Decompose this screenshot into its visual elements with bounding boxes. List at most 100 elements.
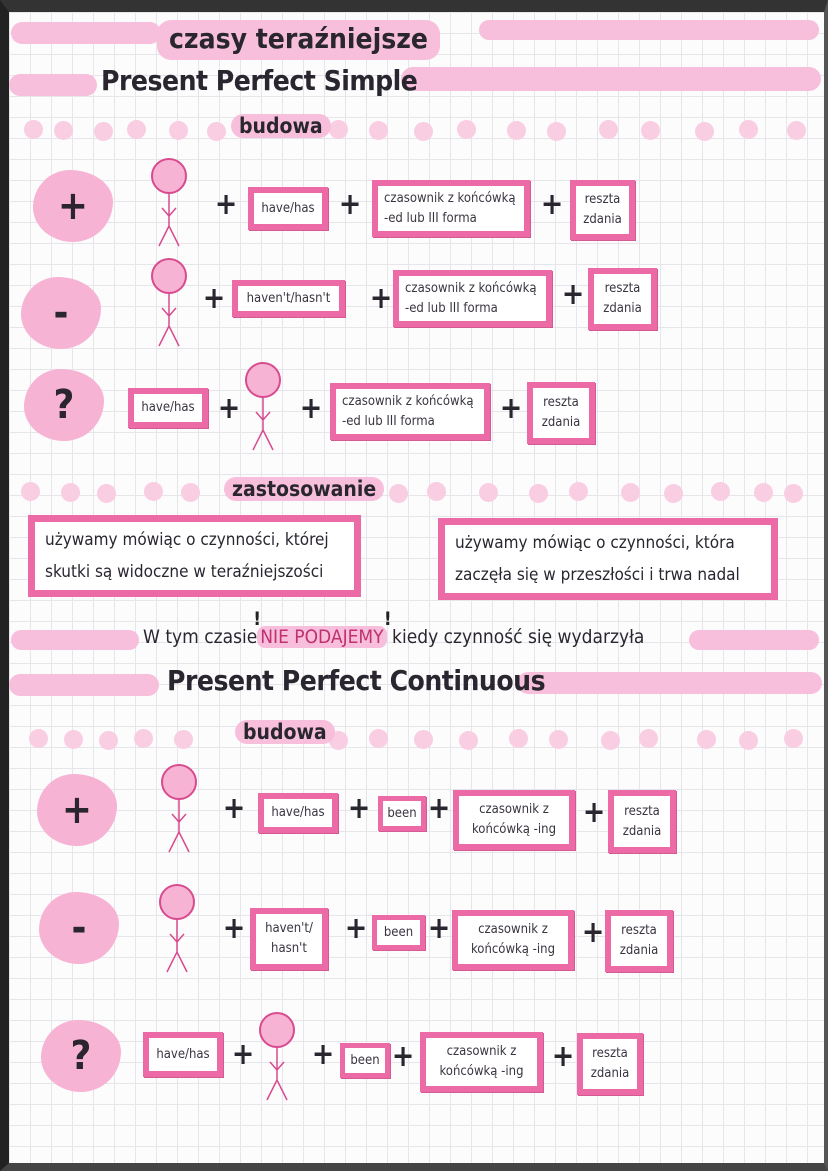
plus-operator: + bbox=[582, 795, 606, 830]
decor-dot bbox=[21, 482, 40, 501]
decor-dot bbox=[695, 122, 714, 141]
affirmative-blob: + bbox=[33, 170, 113, 242]
plus-operator: + bbox=[222, 911, 246, 946]
note-highlight: !NIE PODAJEMY! bbox=[253, 608, 392, 648]
decor-dot bbox=[389, 484, 408, 503]
decor-dot bbox=[784, 729, 803, 748]
exclamation-icon: ! bbox=[383, 608, 392, 630]
decor-dot bbox=[784, 484, 803, 503]
decor-bar bbox=[11, 22, 161, 44]
verb-box: czasownik z końcówką -ed lub III forma bbox=[372, 180, 530, 237]
decor-bar bbox=[517, 672, 822, 694]
rest-box: reszta zdania bbox=[608, 790, 676, 853]
auxiliary-box: have/has bbox=[128, 388, 208, 428]
decor-dot bbox=[169, 121, 188, 140]
decor-dot bbox=[787, 121, 806, 140]
plus-operator: + bbox=[540, 187, 564, 222]
structure-label: budowa bbox=[231, 114, 331, 138]
plus-operator: + bbox=[347, 791, 371, 826]
decor-dot bbox=[479, 483, 498, 502]
decor-bar bbox=[9, 674, 159, 696]
person-icon bbox=[161, 764, 197, 853]
decor-dot bbox=[599, 120, 618, 139]
question-blob: ? bbox=[41, 1020, 121, 1092]
person-icon bbox=[151, 258, 187, 347]
page-title: czasy teraźniejsze bbox=[157, 20, 440, 60]
been-box: been bbox=[340, 1043, 390, 1078]
exclamation-icon: ! bbox=[253, 608, 262, 630]
decor-dot bbox=[134, 729, 153, 748]
decor-bar bbox=[11, 630, 139, 650]
question-icon: ? bbox=[70, 1033, 92, 1079]
decor-dot bbox=[181, 483, 200, 502]
decor-dot bbox=[664, 484, 683, 503]
auxiliary-box: have/has bbox=[258, 793, 338, 833]
negative-blob: - bbox=[39, 892, 119, 964]
verb-box: czasownik z końcówką -ed lub III forma bbox=[393, 270, 552, 327]
plus-operator: + bbox=[231, 1037, 255, 1072]
auxiliary-box: haven't/hasn't bbox=[232, 280, 345, 317]
question-blob: ? bbox=[24, 369, 104, 441]
plus-operator: + bbox=[427, 791, 451, 826]
decor-dot bbox=[61, 483, 80, 502]
plus-operator: + bbox=[202, 281, 226, 316]
decor-dot bbox=[427, 482, 446, 501]
decor-dot bbox=[369, 729, 388, 748]
decor-dot bbox=[754, 483, 773, 502]
decor-dot bbox=[329, 120, 348, 139]
plus-operator: + bbox=[214, 187, 238, 222]
negative-blob: - bbox=[21, 277, 101, 349]
auxiliary-box: haven't/ hasn't bbox=[250, 908, 328, 970]
plus-operator: + bbox=[581, 915, 605, 950]
decor-dot bbox=[174, 730, 193, 749]
rest-box: reszta zdania bbox=[570, 180, 635, 240]
decor-dot bbox=[621, 483, 640, 502]
question-icon: ? bbox=[53, 382, 75, 428]
decor-dot bbox=[459, 731, 478, 750]
decor-dot bbox=[207, 122, 226, 141]
decor-dot bbox=[64, 730, 83, 749]
decor-dot bbox=[641, 121, 660, 140]
decor-dot bbox=[414, 730, 433, 749]
verb-box: czasownik z końcówką -ing bbox=[420, 1032, 543, 1092]
decor-dot bbox=[54, 121, 73, 140]
plus-operator: + bbox=[369, 281, 393, 316]
person-icon bbox=[259, 1012, 295, 1101]
decor-dot bbox=[507, 121, 526, 140]
plus-icon: + bbox=[57, 183, 89, 229]
decor-dot bbox=[127, 120, 146, 139]
decor-dot bbox=[547, 122, 566, 141]
decor-dot bbox=[549, 730, 568, 749]
person-icon bbox=[245, 362, 281, 451]
decor-dot bbox=[457, 120, 476, 139]
decor-dot bbox=[639, 729, 658, 748]
rest-box: reszta zdania bbox=[588, 268, 657, 330]
plus-operator: + bbox=[561, 277, 585, 312]
decor-dot bbox=[414, 122, 433, 141]
section-title-present-perfect-continuous: Present Perfect Continuous bbox=[167, 664, 546, 697]
note-sentence: W tym czasie!NIE PODAJEMY! kiedy czynnoś… bbox=[143, 608, 645, 648]
decor-dot bbox=[29, 729, 48, 748]
decor-dot bbox=[601, 731, 620, 750]
plus-operator: + bbox=[222, 791, 246, 826]
structure-label: budowa bbox=[235, 720, 335, 744]
plus-icon: + bbox=[61, 787, 93, 833]
decor-dot bbox=[509, 729, 528, 748]
plus-operator: + bbox=[427, 911, 451, 946]
decor-bar bbox=[689, 630, 819, 650]
affirmative-blob: + bbox=[37, 774, 117, 846]
decor-dot bbox=[97, 484, 116, 503]
person-icon bbox=[151, 158, 187, 247]
decor-bar bbox=[479, 20, 819, 40]
decor-bar bbox=[9, 74, 97, 96]
plus-operator: + bbox=[217, 391, 241, 426]
rest-box: reszta zdania bbox=[577, 1033, 643, 1095]
usage-label: zastosowanie bbox=[224, 477, 385, 501]
plus-operator: + bbox=[391, 1039, 415, 1074]
plus-operator: + bbox=[299, 391, 323, 426]
verb-box: czasownik z końcówką -ed lub III forma bbox=[330, 383, 490, 440]
usage-box: używamy mówiąc o czynności, której skutk… bbox=[28, 515, 361, 597]
plus-operator: + bbox=[499, 391, 523, 426]
decor-bar bbox=[401, 67, 821, 91]
